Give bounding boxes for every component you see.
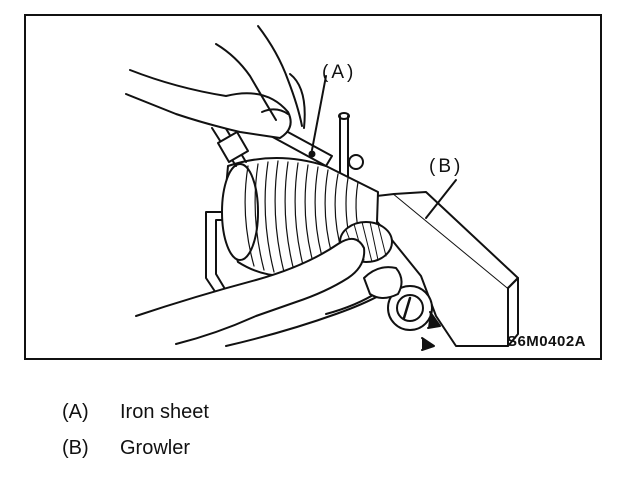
lower-hand [135, 237, 366, 345]
growler-test-illustration [125, 25, 519, 351]
legend-item-a: (A) Iron sheet [62, 394, 209, 430]
illustration-frame: (A) (B) S6M0402A [24, 14, 602, 360]
upper-hand [125, 69, 292, 139]
legend-key: (A) [62, 400, 89, 423]
legend: (A) Iron sheet (B) Growler [62, 394, 209, 466]
legend-item-b: (B) Growler [62, 430, 209, 466]
legend-key: (B) [62, 436, 89, 459]
legend-label: Growler [120, 436, 191, 459]
callout-a-label: (A) [322, 62, 357, 83]
growler-knob [387, 285, 433, 331]
growler-body [357, 193, 509, 347]
legend-label: Iron sheet [120, 400, 209, 423]
figure-code: S6M0402A [506, 333, 586, 350]
callout-b-label: (B) [429, 156, 464, 177]
switch-lever [363, 266, 403, 299]
